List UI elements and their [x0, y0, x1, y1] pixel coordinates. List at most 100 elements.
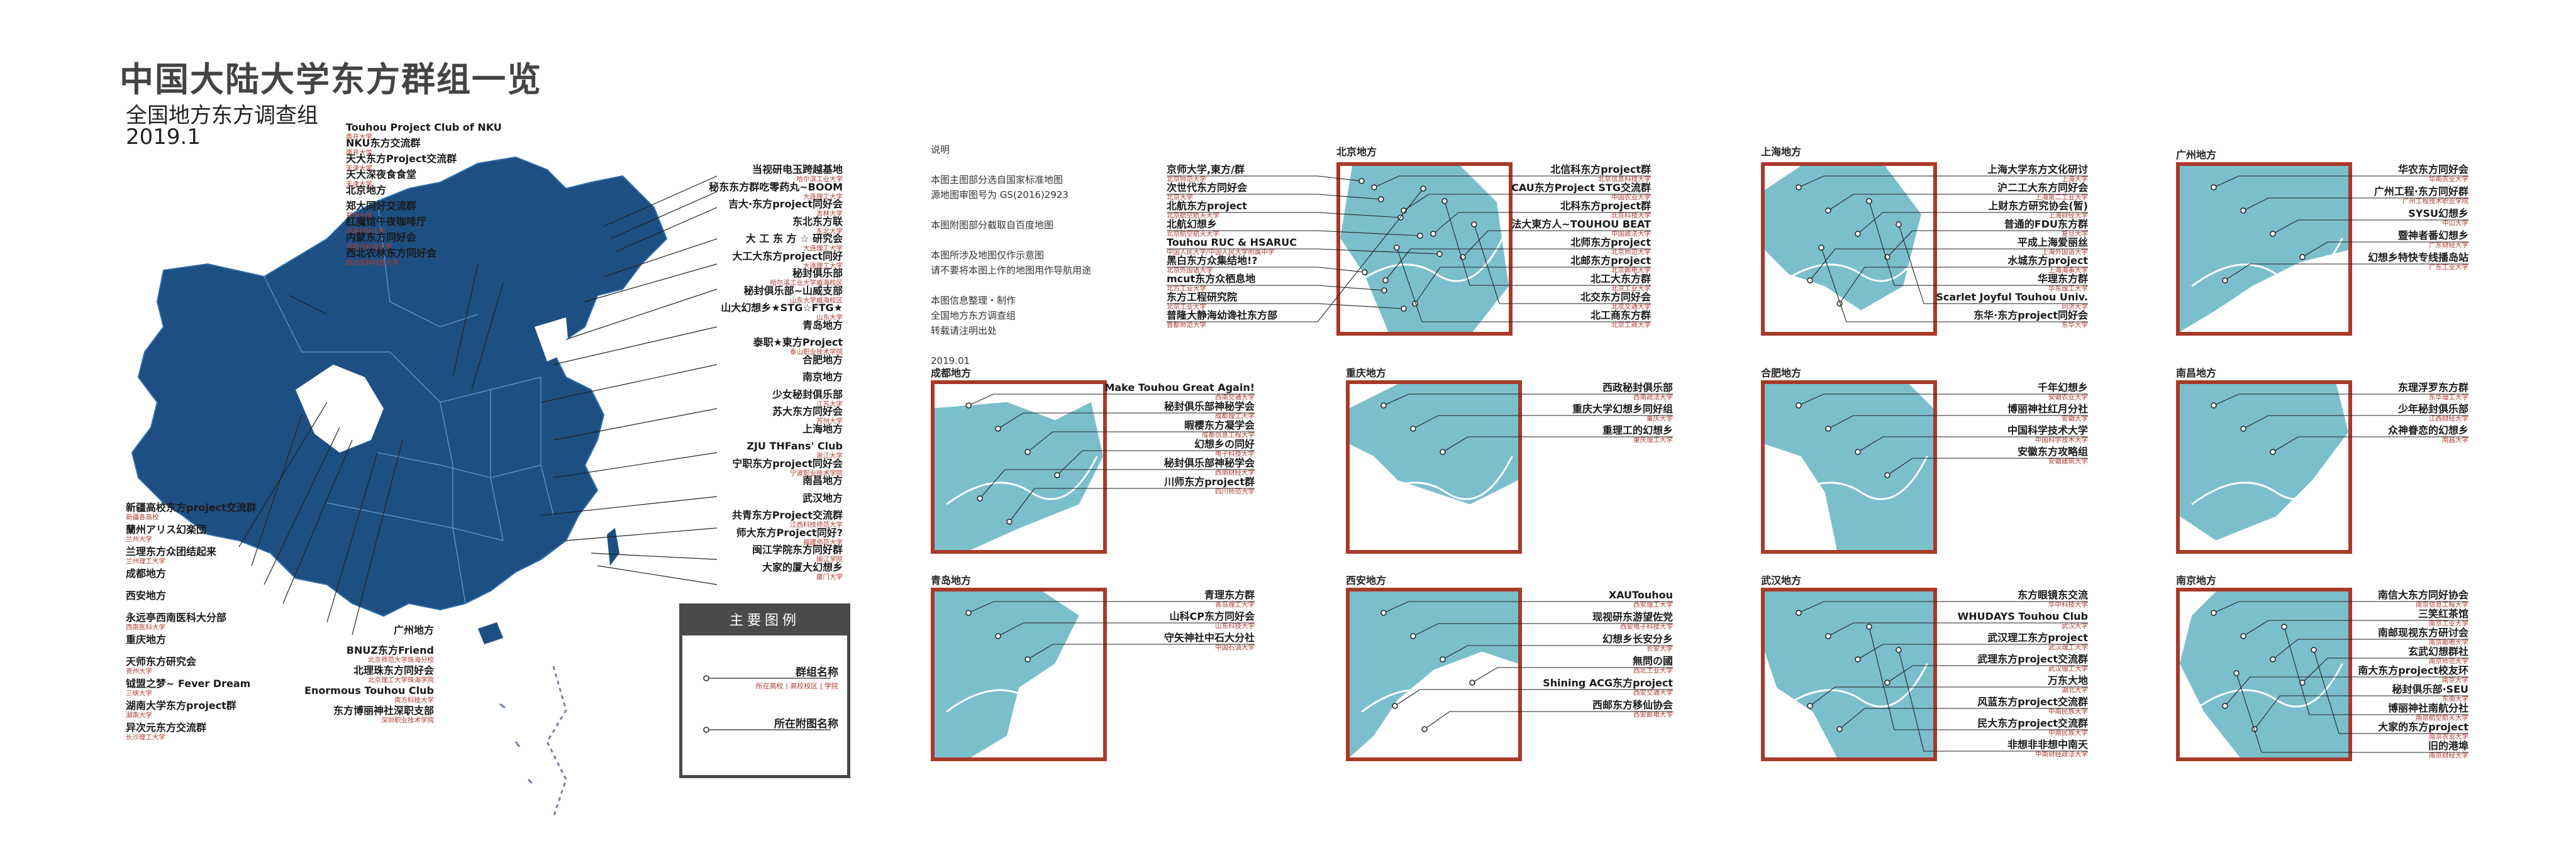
group-name: 中国科学技术大学 — [2007, 424, 2088, 436]
group-name: 水城东方project — [2007, 255, 2088, 267]
main-left-label: 内蒙东方同好会内蒙古科技大学 — [346, 233, 416, 251]
group-name: 永远亭西南医科大分部 — [126, 612, 227, 624]
group-name: 天师东方研究会 — [126, 656, 197, 668]
school-name: 大连理工大学 — [803, 192, 843, 201]
main-right-label: 少女秘封俱乐部江苏大学 — [772, 389, 843, 408]
road-line — [1776, 456, 1928, 505]
water-area — [2180, 166, 2348, 332]
school-name: 河南科技大学 — [346, 228, 386, 235]
group-name: 博丽神社红月分社 — [2007, 403, 2088, 415]
inset-label: 北工商东方群北京工商大学 — [1591, 311, 1651, 329]
group-name: 幻想乡特快专线播岛站 — [2367, 251, 2468, 263]
inset-label: 秘封俱乐部神秘学会成都理工大学 — [1164, 402, 1255, 420]
main-right-label: 大工大东方project同好大连理工大学 — [732, 251, 843, 270]
inset-label: 平成上海爱丽丝上海外国语大学 — [2018, 238, 2088, 256]
group-name: 山科CP东方同好会 — [1169, 610, 1255, 622]
main-right-label: 共青东方Project交流群江西科技师范大学 — [732, 510, 843, 529]
group-name: 重理工的幻想乡 — [1602, 424, 1673, 436]
nine-dash-line — [546, 666, 567, 818]
inset-label: 安徽东方攻略组安徽建筑大学 — [2018, 447, 2088, 465]
inset-label: 武理东方project交流群武汉理工大学 — [1977, 654, 2088, 673]
water-area — [1350, 591, 1518, 757]
inset-label: 重庆大学幻想乡同好组重庆大学 — [1572, 404, 1673, 422]
main-left-label: 西安地方 — [126, 591, 166, 601]
group-name: 北工商东方群 — [1590, 309, 1651, 321]
water-area — [1765, 384, 1933, 550]
group-name: Scarlet Joyful Touhou Univ. — [1936, 291, 2088, 303]
school-name: 西南交通大学 — [1215, 393, 1255, 401]
school-name: 东华理工大学 — [2429, 393, 2468, 401]
group-name: NKU东方交流群 — [346, 137, 421, 149]
main-right-label: 合肥地方 — [802, 355, 843, 365]
legend-box: 主要图例 群组名称 所在高校 | 高校校区 | 学院 所在附图名称 — [679, 603, 850, 778]
school-name: 天津大学 — [346, 165, 372, 172]
inset-label: 上海大学东方文化研讨上海大学 — [1987, 165, 2088, 183]
school-name: 长沙理工大学 — [126, 734, 165, 741]
school-name: 中南民族大学 — [2048, 729, 2088, 737]
inset-label: 东理浮罗东方群东华理工大学 — [2398, 383, 2468, 401]
group-name: Make Touhou Great Again! — [1104, 382, 1255, 393]
inset-title-xian: 西安地方 — [1346, 575, 1387, 586]
school-name: 长安大学 — [1646, 645, 1673, 652]
group-name: 新疆高校东方project交流群 — [126, 502, 257, 514]
main-left-label: 异次元东方交流群长沙理工大学 — [126, 723, 206, 741]
inset-title-nanchang: 南昌地方 — [2176, 367, 2217, 379]
school-name: 新疆各高校 — [126, 514, 159, 521]
group-name: 华农东方同好会 — [2397, 163, 2468, 175]
group-name: 北交东方同好会 — [1580, 291, 1651, 303]
group-name: 千年幻想乡 — [2037, 382, 2088, 393]
note-line: 说明 — [931, 144, 950, 155]
group-name: 秘封俱乐部 — [792, 267, 843, 279]
group-name: 东北东方联 — [792, 215, 843, 228]
group-name: 东理浮罗东方群 — [2397, 382, 2468, 393]
school-name: 北京师范大学珠海分校 — [368, 656, 434, 664]
inset-water — [1765, 591, 1933, 757]
inset-title-beijing: 北京地方 — [1336, 146, 1377, 158]
school-name: 南开大学 — [346, 133, 372, 141]
inset-map-wuhan — [1761, 588, 1937, 761]
school-name: 中国科学技术大学 — [2035, 436, 2088, 444]
inset-label: 博丽神社南航分社南京航空航天大学 — [2388, 703, 2468, 722]
group-name: 南昌地方 — [802, 475, 843, 487]
group-name: CAU东方Project STG交流群 — [1511, 182, 1651, 194]
inset-map-xian — [1346, 588, 1522, 761]
school-name: 东华大学 — [2062, 321, 2088, 329]
group-name: Touhou RUC & HSARUC — [1167, 236, 1297, 248]
note-line: 本图所涉及地图仅作示意图 — [931, 250, 1045, 261]
group-name: Enormous Touhou Club — [304, 685, 434, 696]
group-name: 东方工程研究院 — [1167, 291, 1238, 303]
main-right-label: 上海地方 — [802, 424, 843, 434]
group-name: 黑白东方众集结地!? — [1167, 255, 1258, 267]
note-line: 本图主图部分选自国家标准地图 — [931, 174, 1063, 185]
group-name: 旧的港埠 — [2428, 740, 2468, 752]
note-line — [931, 233, 1170, 248]
group-name: 宁职东方project同好会 — [732, 457, 843, 470]
group-name: 青岛地方 — [802, 319, 843, 331]
inset-label: mcut东方众栖息地北方工业大学 — [1167, 274, 1255, 292]
inset-water — [935, 402, 1103, 550]
water-area — [1765, 591, 1933, 757]
school-name: 中山大学 — [2442, 219, 2468, 227]
group-name: mcut东方众栖息地 — [1167, 273, 1256, 285]
main-bottom-label: 东方博丽神社深职支部深圳职业技术学院 — [333, 706, 434, 724]
school-name: 北京工商大学 — [1611, 321, 1651, 329]
group-name: 大 工 东 方 ☆ 研究会 — [745, 233, 843, 245]
inset-label: 东华·东方project同好会东华大学 — [1974, 311, 2088, 329]
school-name: 成都理工大学 — [1215, 412, 1255, 420]
main-bottom-label: 北理珠东方同好会北京理工大学珠海学院 — [353, 666, 434, 684]
inset-title-qingdao: 青岛地方 — [931, 575, 972, 586]
map-notes: 说明 本图主图部分选自国家标准地图源地图审图号为 GS(2016)2923 本图… — [931, 142, 1170, 368]
group-name: 合肥地方 — [802, 353, 843, 366]
school-name: 中国石油大学 — [1215, 644, 1255, 651]
road-line — [946, 663, 1098, 713]
inset-label: 無問の國西北工业大学 — [1633, 656, 1673, 674]
main-left-label: 天大东方Project交流群天津大学 — [346, 154, 457, 172]
water-area — [1340, 166, 1509, 332]
group-name: 博丽神社南航分社 — [2387, 702, 2468, 714]
inset-map-chengdu — [931, 380, 1107, 554]
main-right-label: 南昌地方 — [802, 476, 843, 486]
